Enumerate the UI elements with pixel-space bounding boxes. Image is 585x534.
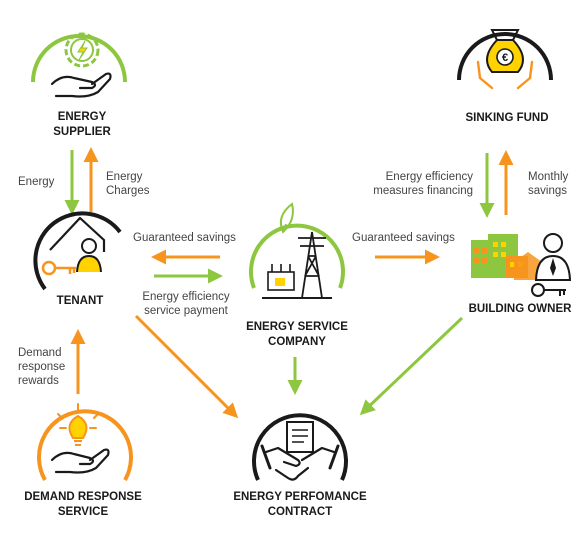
label-eff-payment-line2: service payment (144, 305, 228, 317)
label-energy-charges-line1: Energy (106, 171, 143, 183)
sinking-fund-title: SINKING FUND (465, 112, 549, 124)
arrow-owner-to-epc (359, 316, 464, 416)
energy-service-company-node (249, 202, 345, 299)
label-energy: Energy (18, 176, 55, 188)
arrow-tenant-to-epc (134, 314, 239, 419)
lightbulb-hand-icon (50, 403, 110, 474)
handshake-document-icon (260, 421, 340, 481)
epc-title: ENERGY PERFOMANCE CONTRACT (215, 490, 385, 520)
epc-title-line1: ENERGY PERFOMANCE (233, 491, 367, 503)
buildings-businessman-key-icon (471, 233, 572, 297)
sinking-fund-node: € (457, 29, 553, 90)
label-eff-financing-line1: Energy efficiency (385, 171, 473, 183)
epc-ring (252, 413, 348, 481)
label-guaranteed-savings-tenant: Guaranteed savings (133, 232, 236, 244)
esco-title-line1: ENERGY SERVICE (246, 321, 348, 333)
tenant-ring (33, 211, 122, 291)
energy-supplier-node (31, 32, 127, 98)
energy-service-company-title: ENERGY SERVICE COMPANY (232, 320, 362, 350)
leaf-pylon-icon (262, 202, 332, 299)
label-monthly-savings-line2: savings (528, 185, 567, 197)
label-dr-rewards-line3: rewards (18, 375, 59, 387)
epc-title-line2: CONTRACT (267, 506, 333, 518)
tenant-title: TENANT (56, 295, 104, 307)
euro-moneybag-hands-icon: € (476, 29, 534, 90)
building-owner-title: BUILDING OWNER (468, 303, 572, 315)
demand-response-title-line2: SERVICE (57, 506, 109, 518)
demand-response-service-node (37, 403, 133, 481)
esco-ring (249, 223, 345, 289)
building-owner-node (471, 233, 572, 297)
gear-lightning-hand-icon (50, 32, 112, 98)
label-monthly-savings-line1: Monthly (528, 171, 569, 183)
house-person-key-icon (41, 216, 106, 276)
label-dr-rewards-line2: response (18, 361, 66, 373)
tenant-node (33, 211, 122, 291)
label-eff-financing-line2: measures financing (373, 185, 473, 197)
fund-ring (457, 32, 553, 81)
energy-performance-contract-node (252, 413, 348, 481)
label-guaranteed-savings-owner: Guaranteed savings (352, 232, 455, 244)
energy-supplier-title: ENERGY SUPPLIER (20, 110, 144, 140)
label-eff-financing: Energy efficiency measures financing (356, 170, 473, 198)
demand-response-title-line1: DEMAND RESPONSE (24, 491, 142, 503)
supplier-ring (31, 34, 127, 83)
esco-title-line2: COMPANY (268, 336, 326, 348)
demand-response-title: DEMAND RESPONSE SERVICE (8, 490, 158, 520)
label-energy-charges: Energy Charges (106, 170, 149, 198)
label-dr-rewards: Demand response rewards (18, 346, 65, 388)
label-dr-rewards-line1: Demand (18, 347, 62, 359)
label-eff-payment-line1: Energy efficiency (142, 291, 230, 303)
dr-ring (37, 409, 133, 481)
svg-text:€: € (502, 52, 508, 64)
label-energy-charges-line2: Charges (106, 185, 150, 197)
label-eff-payment: Energy efficiency service payment (130, 290, 242, 318)
energy-supplier-title-line1: ENERGY (57, 111, 107, 123)
label-monthly-savings: Monthly savings (528, 170, 568, 198)
energy-supplier-title-line2: SUPPLIER (53, 126, 111, 138)
